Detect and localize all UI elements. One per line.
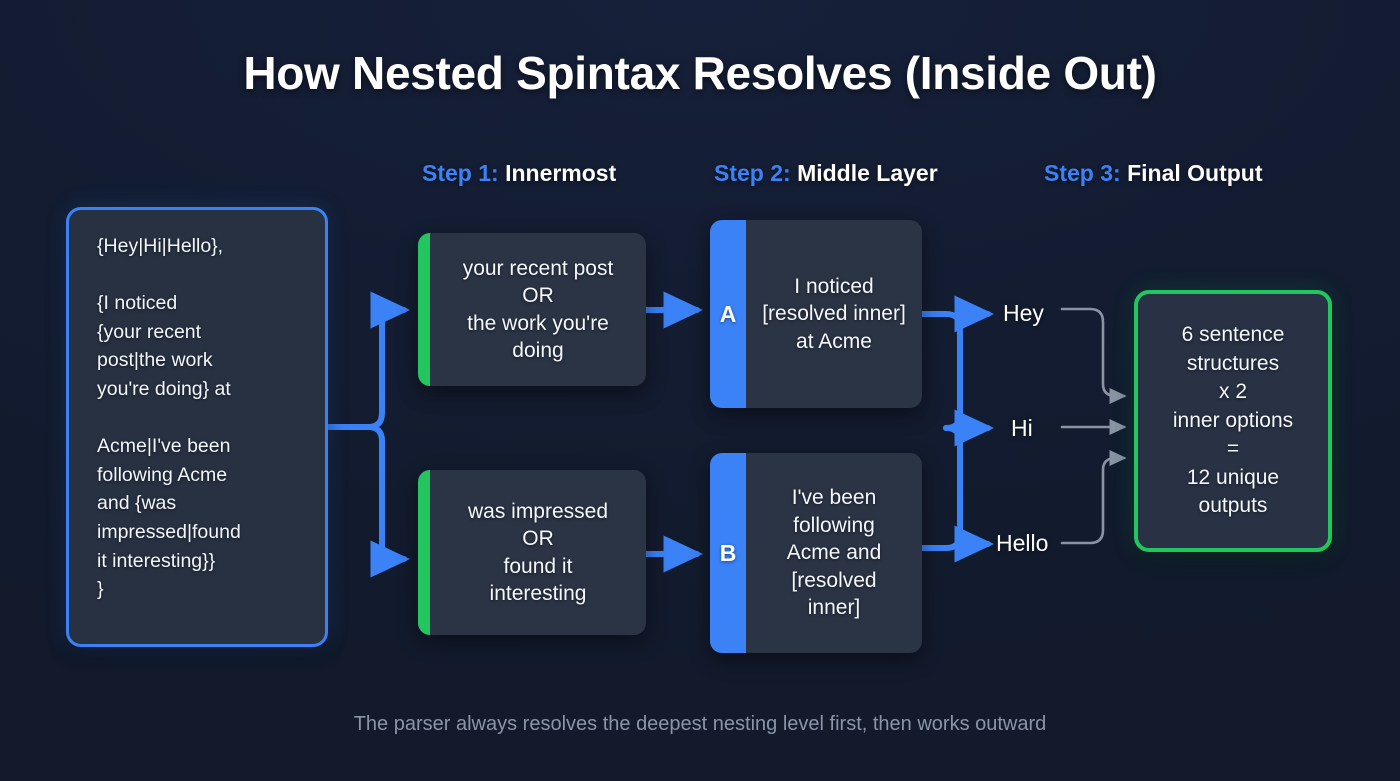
middle-layer-card-b-text: I've been following Acme and [resolved i… xyxy=(786,486,882,620)
inner-option-card-a-body: your recent post OR the work you're doin… xyxy=(430,233,646,386)
wire-mid-a-to-bus xyxy=(919,311,963,417)
source-spintax-text: {Hey|Hi|Hello}, {I noticed {your recent … xyxy=(97,235,241,601)
green-accent-bar xyxy=(418,233,430,386)
final-output-box: 6 sentence structures x 2 inner options … xyxy=(1134,290,1332,552)
middle-layer-card-a-badge: A xyxy=(719,300,737,327)
wire-bus-joint-upper xyxy=(943,411,963,431)
wire-mid-b-to-bus xyxy=(919,439,963,551)
wire-bus-to-hello xyxy=(954,439,995,563)
inner-option-card-b-body: was impressed OR found it interesting xyxy=(430,470,646,635)
blue-accent-bar: B xyxy=(710,453,746,653)
middle-layer-card-b-badge: B xyxy=(719,539,737,566)
inner-option-card-a-text: your recent post OR the work you're doin… xyxy=(462,256,614,363)
final-output-text: 6 sentence structures x 2 inner options … xyxy=(1172,323,1294,518)
inner-option-card-a: your recent post OR the work you're doin… xyxy=(418,233,646,386)
page-title: How Nested Spintax Resolves (Inside Out) xyxy=(243,47,1157,99)
middle-layer-card-b: B I've been following Acme and [resolved… xyxy=(710,453,922,653)
greeting-label-hello: Hello xyxy=(996,530,1049,556)
wire-source-to-inner-b xyxy=(365,424,411,578)
middle-layer-card-b-body: I've been following Acme and [resolved i… xyxy=(746,453,922,653)
inner-option-card-b: was impressed OR found it interesting xyxy=(418,470,646,635)
middle-layer-card-a-body: I noticed [resolved inner] at Acme xyxy=(746,220,922,408)
step-header-1: Step 1: Innermost xyxy=(422,160,616,187)
wire-hey-to-result xyxy=(1060,307,1127,405)
greeting-label-hi: Hi xyxy=(1011,415,1033,441)
blue-accent-bar: A xyxy=(710,220,746,408)
step-header-3-number: Step 3: xyxy=(1044,160,1121,186)
greeting-label-hey: Hey xyxy=(1003,300,1044,326)
step-header-3: Step 3: Final Output xyxy=(1044,160,1263,187)
middle-layer-card-a: A I noticed [resolved inner] at Acme xyxy=(710,220,922,408)
step-header-3-label: Final Output xyxy=(1127,160,1263,186)
middle-layer-card-a-text: I noticed [resolved inner] at Acme xyxy=(762,274,906,353)
wire-bus-to-hey xyxy=(954,295,995,417)
step-header-1-label: Innermost xyxy=(505,160,617,186)
wire-hello-to-result xyxy=(1060,449,1127,545)
footer-caption: The parser always resolves the deepest n… xyxy=(353,713,1047,735)
step-header-1-number: Step 1: xyxy=(422,160,499,186)
wire-bus-joint-lower xyxy=(943,425,963,445)
step-header-2-number: Step 2: xyxy=(714,160,791,186)
step-header-2: Step 2: Middle Layer xyxy=(714,160,938,187)
step-header-2-label: Middle Layer xyxy=(797,160,938,186)
inner-option-card-b-text: was impressed OR found it interesting xyxy=(467,499,609,606)
wire-source-to-inner-a xyxy=(365,291,411,430)
source-spintax-box: {Hey|Hi|Hello}, {I noticed {your recent … xyxy=(66,207,328,647)
green-accent-bar xyxy=(418,470,430,635)
